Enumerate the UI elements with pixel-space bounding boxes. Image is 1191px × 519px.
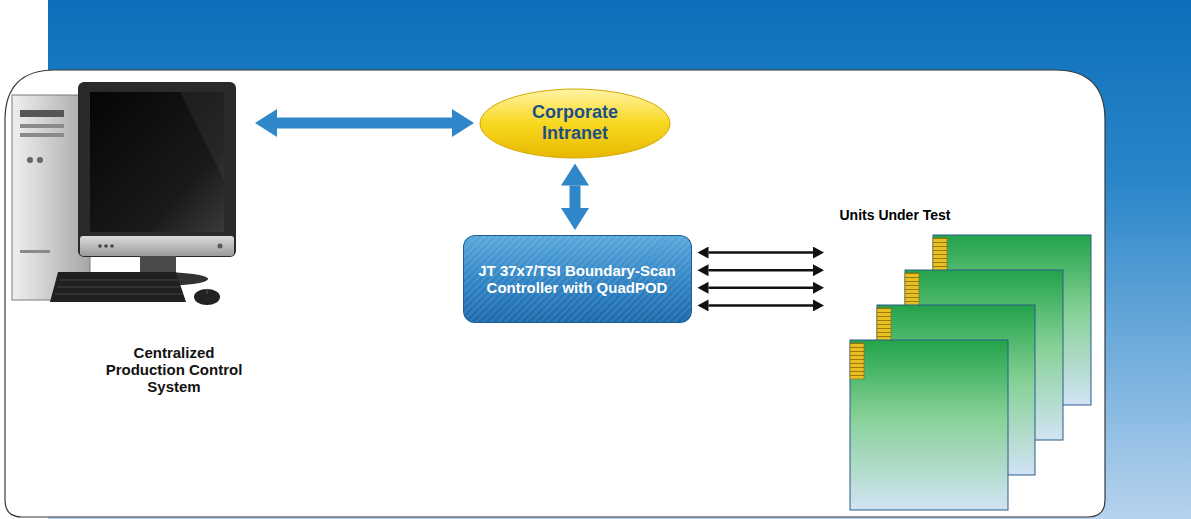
drawing-part bbox=[55, 294, 183, 295]
jtag-arrow bbox=[709, 304, 814, 307]
drawing-part bbox=[50, 272, 186, 302]
drawing-part bbox=[180, 92, 224, 180]
drawing-part bbox=[877, 308, 891, 344]
drawing-part bbox=[20, 110, 64, 117]
units-group: Units Under Test bbox=[830, 205, 1100, 515]
drawing-part bbox=[57, 287, 181, 288]
drawing-part bbox=[27, 157, 33, 163]
drawing-part bbox=[78, 82, 236, 257]
ellipse-fill bbox=[480, 89, 670, 158]
computer-node: Centralized Production Control System bbox=[10, 78, 250, 395]
jtag-arrow bbox=[709, 269, 814, 272]
drawing-part bbox=[98, 244, 102, 248]
computer-illustration bbox=[10, 78, 250, 340]
node-label: Units Under Test bbox=[830, 207, 960, 223]
network-arrow bbox=[570, 186, 581, 209]
drawing-part bbox=[850, 340, 1008, 510]
drawing-part bbox=[80, 236, 234, 256]
drawing-part bbox=[104, 244, 108, 248]
drawing-part bbox=[905, 273, 919, 309]
board-stack bbox=[850, 235, 1091, 510]
drawing-part bbox=[140, 256, 176, 274]
white-panel bbox=[5, 70, 1105, 517]
drawing-part bbox=[933, 238, 947, 274]
jtag-arrow bbox=[709, 251, 814, 254]
drawing-part bbox=[194, 289, 220, 305]
boards-illustration bbox=[830, 205, 1100, 515]
node-label: Corporate Intranet bbox=[515, 102, 635, 144]
drawing-part bbox=[90, 92, 224, 232]
computer-parts bbox=[12, 82, 236, 305]
node-label: JT 37x7/TSI Boundary-Scan Controller wit… bbox=[475, 262, 680, 296]
node-label: Centralized Production Control System bbox=[98, 344, 250, 395]
drawing-part bbox=[37, 157, 43, 163]
network-ellipse: Corporate Intranet bbox=[479, 88, 671, 159]
drawing-part bbox=[850, 343, 864, 379]
drawing-part bbox=[207, 289, 208, 294]
drawing-part bbox=[20, 133, 64, 137]
network-arrow bbox=[277, 118, 452, 129]
jtag-arrow bbox=[709, 287, 814, 290]
controller-box: JT 37x7/TSI Boundary-Scan Controller wit… bbox=[463, 235, 692, 323]
drawing-part bbox=[60, 280, 178, 281]
drawing-part bbox=[20, 250, 50, 253]
drawing-part bbox=[20, 124, 64, 128]
drawing-part bbox=[850, 340, 1008, 510]
drawing-part bbox=[218, 244, 223, 249]
drawing-part bbox=[110, 244, 114, 248]
